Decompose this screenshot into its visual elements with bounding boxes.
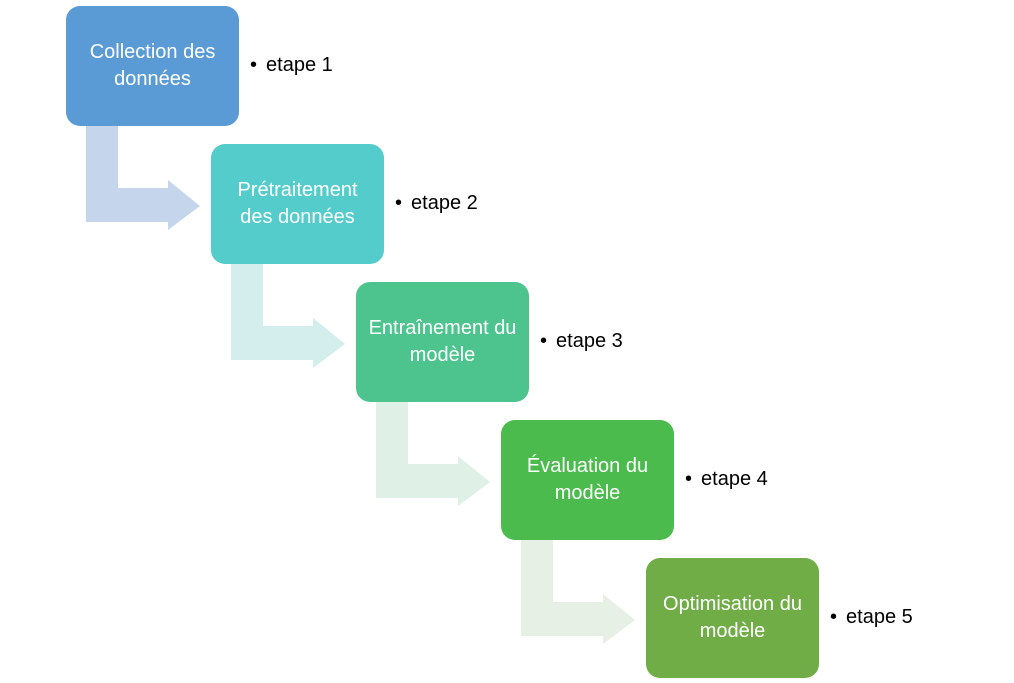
step-box-5: Optimisation du modèle: [646, 558, 819, 678]
step-label-text-2: etape 2: [411, 192, 478, 214]
bullet-icon: •: [250, 54, 258, 76]
step-box-4: Évaluation du modèle: [501, 420, 674, 540]
step-label-text-4: etape 4: [701, 468, 768, 490]
step-title-3: Entraînement du modèle: [368, 317, 517, 366]
step-label-text-5: etape 5: [846, 606, 913, 628]
bullet-icon: •: [685, 468, 693, 490]
step-box-2: Prétraitement des données: [211, 144, 384, 264]
arrow-1-to-2: [86, 126, 200, 230]
step-title-4: Évaluation du modèle: [526, 455, 649, 504]
step-label-2: • etape 2: [395, 192, 478, 215]
bullet-icon: •: [540, 330, 548, 352]
bullet-icon: •: [830, 606, 838, 628]
arrow-3-to-4: [376, 402, 490, 506]
step-title-2: Prétraitement des données: [237, 179, 358, 228]
step-label-1: • etape 1: [250, 54, 333, 77]
step-title-1: Collection des données: [89, 41, 216, 90]
arrow-4-to-5: [521, 540, 635, 644]
step-label-5: • etape 5: [830, 606, 913, 629]
arrow-2-to-3: [231, 264, 345, 368]
step-label-text-1: etape 1: [266, 54, 333, 76]
bullet-icon: •: [395, 192, 403, 214]
step-label-4: • etape 4: [685, 468, 768, 491]
step-label-3: • etape 3: [540, 330, 623, 353]
step-label-text-3: etape 3: [556, 330, 623, 352]
step-box-1: Collection des données: [66, 6, 239, 126]
step-title-5: Optimisation du modèle: [663, 593, 802, 642]
step-box-3: Entraînement du modèle: [356, 282, 529, 402]
